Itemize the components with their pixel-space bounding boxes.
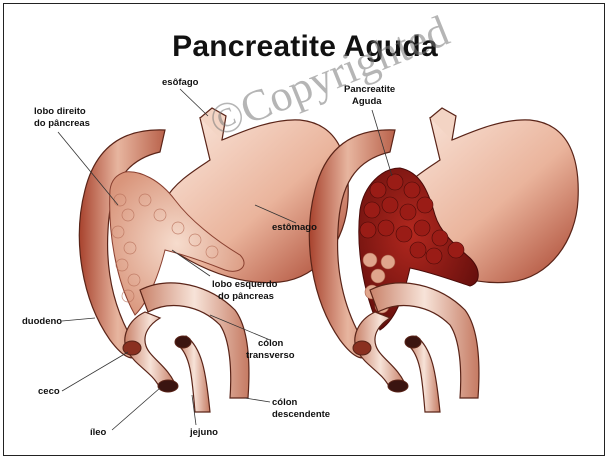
label-pancreatite-1: Pancreatite xyxy=(344,84,395,95)
label-colon-descendente-2: descendente xyxy=(272,409,330,420)
label-lobo-esquerdo-2: do pâncreas xyxy=(218,291,274,302)
label-colon-descendente-1: cólon xyxy=(272,397,297,408)
right-anatomy xyxy=(309,108,578,412)
label-lobo-esquerdo-1: lobo esquerdo xyxy=(212,279,277,290)
label-jejuno: jejuno xyxy=(190,427,218,438)
label-ileo: íleo xyxy=(90,427,106,438)
label-duodeno: duodeno xyxy=(22,316,62,327)
left-anatomy xyxy=(58,89,348,430)
label-esofago: esôfago xyxy=(162,77,198,88)
label-estomago: estômago xyxy=(272,222,317,233)
label-lobo-direito-2: do pâncreas xyxy=(34,118,90,129)
label-ceco: ceco xyxy=(38,386,60,397)
label-pancreatite-2: Aguda xyxy=(352,96,382,107)
label-colon-transverso-2: transverso xyxy=(246,350,295,361)
label-colon-transverso-1: cólon xyxy=(258,338,283,349)
label-lobo-direito-1: lobo direito xyxy=(34,106,86,117)
